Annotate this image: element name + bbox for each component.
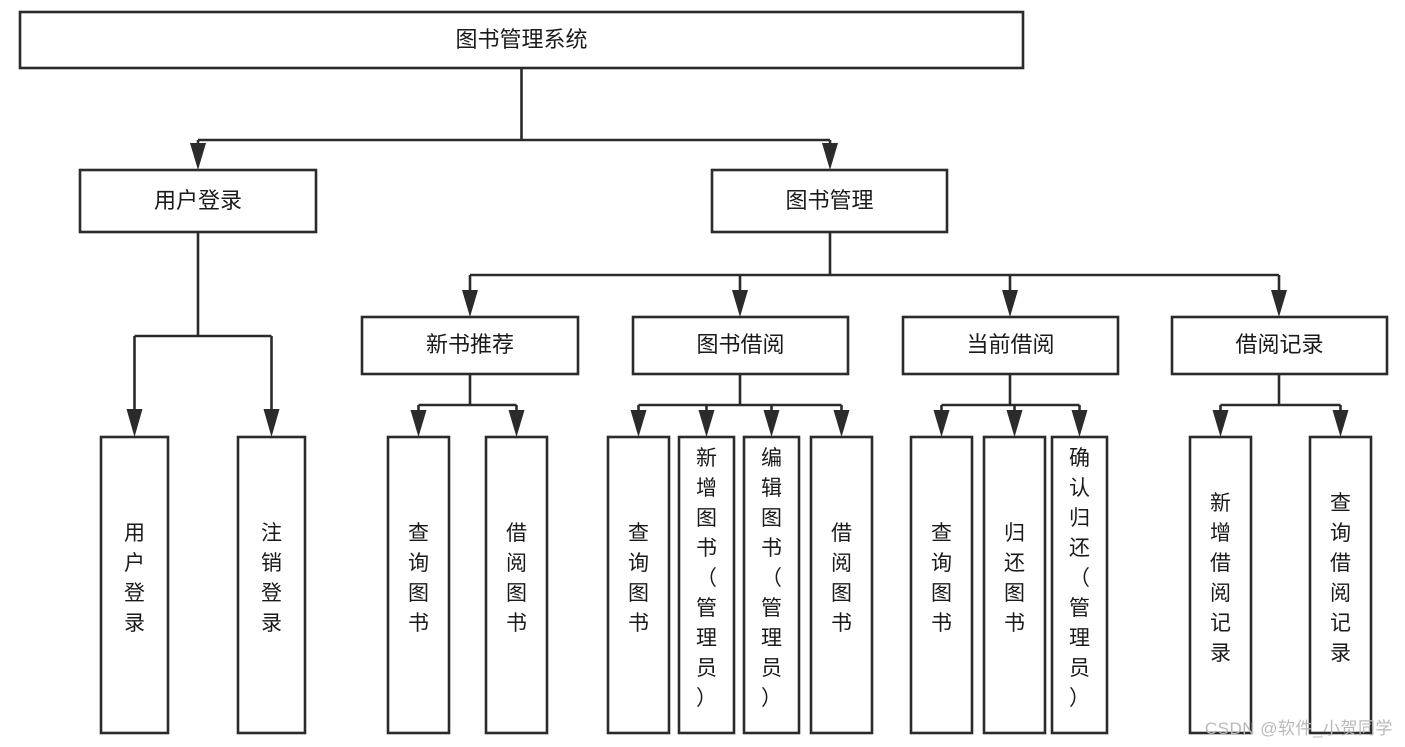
node-user-login[interactable]: 用户登录 bbox=[78, 168, 318, 234]
node-user-login-box[interactable] bbox=[78, 168, 318, 234]
arrow-to-leaf-add-book bbox=[698, 410, 715, 437]
node-leaf-query-book-rec[interactable]: 查询图书 bbox=[386, 435, 451, 735]
node-leaf-borrow-book-rec[interactable]: 借阅图书 bbox=[484, 435, 549, 735]
arrow-to-leaf-query-book-borrow bbox=[630, 410, 647, 437]
node-book-borrow-label: 图书借阅 bbox=[696, 332, 784, 357]
node-leaf-logout-label: 注销登录 bbox=[261, 522, 282, 635]
node-new-book-recommend-box[interactable] bbox=[360, 315, 580, 376]
node-leaf-user-login-box[interactable] bbox=[99, 435, 170, 735]
node-borrow-record-label: 借阅记录 bbox=[1235, 332, 1323, 357]
node-leaf-borrow-book-rec-label: 借阅图书 bbox=[506, 522, 527, 635]
node-new-book-recommend-label: 新书推荐 bbox=[426, 332, 514, 357]
arrow-to-leaf-user-login bbox=[126, 409, 143, 437]
leaf-nodes-layer: 用户登录 注销登录 查询图书 借阅图书 查询图书 新增图书（管理员） bbox=[99, 435, 1373, 735]
node-leaf-add-record-box[interactable] bbox=[1188, 435, 1253, 735]
arrow-to-leaf-return-book bbox=[1006, 410, 1023, 437]
node-leaf-query-book-rec-box[interactable] bbox=[386, 435, 451, 735]
arrow-to-leaf-borrow-book-rec bbox=[508, 410, 525, 437]
node-leaf-return-book[interactable]: 归还图书 bbox=[982, 435, 1047, 735]
node-book-manage[interactable]: 图书管理 bbox=[710, 168, 949, 234]
node-user-login-label: 用户登录 bbox=[154, 188, 242, 213]
node-leaf-confirm-return-label: 确认归还（管理员） bbox=[1069, 447, 1090, 710]
node-leaf-confirm-return-box[interactable] bbox=[1050, 435, 1109, 735]
node-leaf-borrow-book-box[interactable] bbox=[809, 435, 874, 735]
node-leaf-return-book-box[interactable] bbox=[982, 435, 1047, 735]
node-leaf-query-book-current-box[interactable] bbox=[909, 435, 974, 735]
arrow-to-leaf-query-record bbox=[1332, 410, 1349, 437]
csdn-watermark: CSDN @软件_小贺同学 bbox=[1204, 719, 1393, 738]
node-leaf-confirm-return[interactable]: 确认归还（管理员） bbox=[1050, 435, 1109, 735]
node-leaf-query-record[interactable]: 查询借阅记录 bbox=[1308, 435, 1373, 735]
node-leaf-query-book-current-label: 查询图书 bbox=[931, 522, 952, 635]
node-borrow-record-box[interactable] bbox=[1170, 315, 1389, 376]
node-leaf-query-record-label: 查询借阅记录 bbox=[1330, 492, 1351, 665]
node-root-box[interactable] bbox=[18, 10, 1025, 70]
arrow-to-leaf-edit-book bbox=[763, 410, 780, 437]
node-book-borrow[interactable]: 图书借阅 bbox=[631, 315, 850, 376]
node-current-borrow[interactable]: 当前借阅 bbox=[901, 315, 1120, 376]
node-borrow-record[interactable]: 借阅记录 bbox=[1170, 315, 1389, 376]
node-leaf-query-book-rec-label: 查询图书 bbox=[408, 522, 429, 635]
arrow-to-leaf-add-record bbox=[1212, 410, 1229, 437]
node-leaf-user-login[interactable]: 用户登录 bbox=[99, 435, 170, 735]
arrow-to-leaf-logout bbox=[263, 409, 280, 437]
node-leaf-borrow-book-label: 借阅图书 bbox=[831, 522, 852, 635]
connectors-layer bbox=[126, 68, 1349, 437]
node-leaf-user-login-label: 用户登录 bbox=[124, 522, 145, 635]
arrow-to-current-borrow bbox=[1002, 290, 1018, 317]
arrow-to-book-manage bbox=[822, 143, 838, 170]
node-leaf-edit-book[interactable]: 编辑图书（管理员） bbox=[742, 435, 801, 735]
arrow-to-borrow-record bbox=[1271, 290, 1287, 317]
node-leaf-add-record-label: 新增借阅记录 bbox=[1210, 492, 1231, 665]
node-leaf-query-book-current[interactable]: 查询图书 bbox=[909, 435, 974, 735]
node-leaf-edit-book-box[interactable] bbox=[742, 435, 801, 735]
node-current-borrow-box[interactable] bbox=[901, 315, 1120, 376]
node-root-label: 图书管理系统 bbox=[455, 27, 587, 52]
node-leaf-return-book-label: 归还图书 bbox=[1004, 522, 1025, 635]
node-book-borrow-box[interactable] bbox=[631, 315, 850, 376]
node-leaf-query-book-borrow[interactable]: 查询图书 bbox=[606, 435, 671, 735]
node-book-manage-box[interactable] bbox=[710, 168, 949, 234]
node-leaf-add-book[interactable]: 新增图书（管理员） bbox=[677, 435, 736, 735]
arrow-to-leaf-query-book-rec bbox=[410, 410, 427, 437]
node-current-borrow-label: 当前借阅 bbox=[966, 332, 1054, 357]
node-book-manage-label: 图书管理 bbox=[785, 188, 873, 213]
node-root[interactable]: 图书管理系统 bbox=[18, 10, 1025, 70]
node-leaf-query-book-borrow-label: 查询图书 bbox=[628, 522, 649, 635]
arrow-to-leaf-query-book-current bbox=[933, 410, 950, 437]
node-leaf-edit-book-label: 编辑图书（管理员） bbox=[761, 447, 782, 710]
node-leaf-logout[interactable]: 注销登录 bbox=[236, 435, 307, 735]
arrow-to-leaf-confirm-return bbox=[1071, 410, 1088, 437]
arrow-to-leaf-borrow-book bbox=[833, 410, 850, 437]
node-leaf-add-book-label: 新增图书（管理员） bbox=[696, 447, 717, 710]
node-leaf-borrow-book-rec-box[interactable] bbox=[484, 435, 549, 735]
node-leaf-add-book-box[interactable] bbox=[677, 435, 736, 735]
node-leaf-query-book-borrow-box[interactable] bbox=[606, 435, 671, 735]
node-leaf-borrow-book[interactable]: 借阅图书 bbox=[809, 435, 874, 735]
arrow-to-user-login bbox=[190, 143, 206, 170]
node-new-book-recommend[interactable]: 新书推荐 bbox=[360, 315, 580, 376]
arrow-to-book-borrow bbox=[732, 290, 748, 317]
node-leaf-logout-box[interactable] bbox=[236, 435, 307, 735]
node-leaf-query-record-box[interactable] bbox=[1308, 435, 1373, 735]
arrow-to-new-book-recommend bbox=[462, 290, 478, 317]
node-leaf-add-record[interactable]: 新增借阅记录 bbox=[1188, 435, 1253, 735]
